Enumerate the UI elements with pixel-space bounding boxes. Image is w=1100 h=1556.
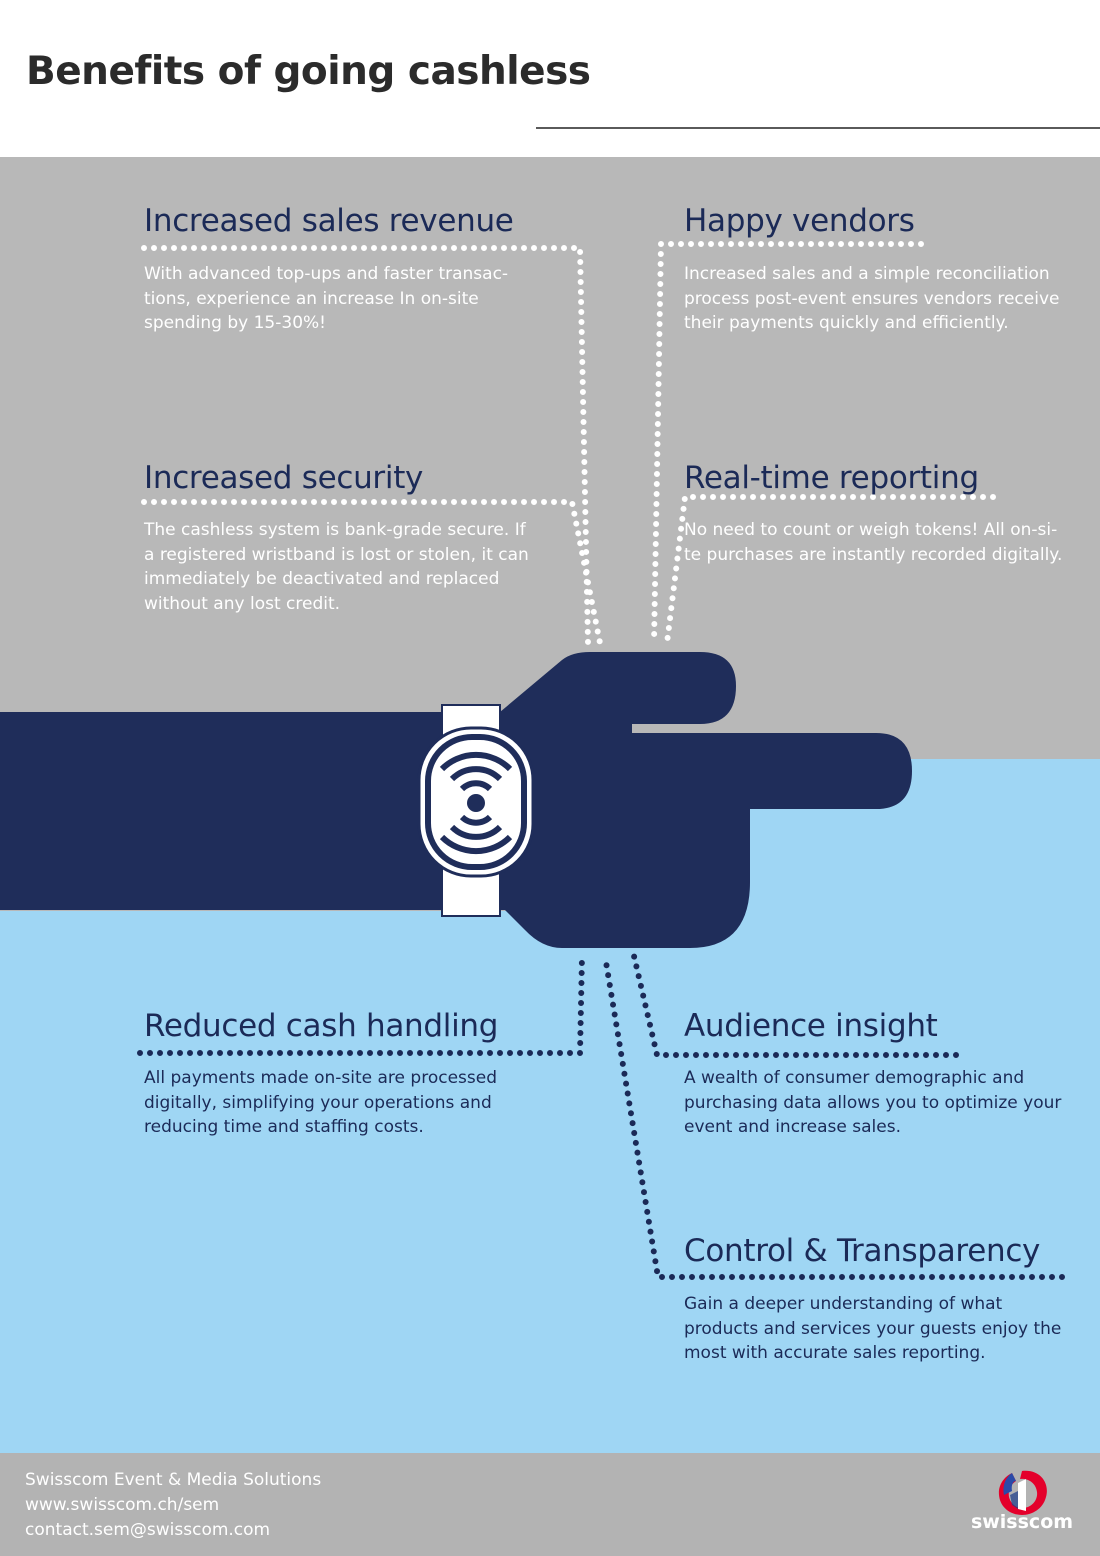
benefit-description: With advanced top-ups and faster transac…	[144, 264, 509, 333]
benefit-description: Increased sales and a simple reconciliat…	[684, 264, 1060, 333]
header: Benefits of going cashless	[0, 0, 1100, 157]
benefit-increased-security: Increased security The cashless system i…	[144, 463, 529, 616]
benefit-description: A wealth of consumer demographic and pur…	[684, 1068, 1062, 1137]
footer-email-link[interactable]: contact.sem@swisscom.com	[25, 1520, 271, 1540]
benefit-heading: Real-time reporting	[684, 460, 979, 496]
benefit-heading: Reduced cash handling	[144, 1008, 499, 1044]
left-gray-band	[0, 759, 640, 911]
benefit-description: No need to count or weigh tokens! All on…	[684, 520, 1063, 565]
footer-contact: Swisscom Event & Media Solutions www.swi…	[25, 1468, 321, 1543]
title-divider	[536, 127, 1100, 129]
lower-blue-band	[0, 911, 1100, 1453]
benefit-real-time-reporting: Real-time reporting No need to count or …	[684, 463, 1062, 567]
benefit-increased-sales-revenue: Increased sales revenue With advanced to…	[144, 206, 514, 336]
footer-company: Swisscom Event & Media Solutions	[25, 1470, 322, 1490]
swisscom-wordmark: swisscom	[970, 1511, 1074, 1533]
benefit-description: The cashless system is bank-grade secure…	[144, 520, 529, 614]
right-blue-band	[640, 759, 1100, 911]
benefit-happy-vendors: Happy vendors Increased sales and a simp…	[684, 206, 1059, 336]
benefit-heading: Audience insight	[684, 1008, 938, 1044]
benefit-heading: Happy vendors	[684, 203, 915, 239]
benefit-description: Gain a deeper understanding of what prod…	[684, 1294, 1062, 1363]
benefit-control-transparency: Control & Transparency Gain a deeper und…	[684, 1236, 1061, 1366]
benefit-reduced-cash-handling: Reduced cash handling All payments made …	[144, 1011, 498, 1140]
footer-website-link[interactable]: www.swisscom.ch/sem	[25, 1495, 220, 1515]
benefit-description: All payments made on-site are processed …	[144, 1068, 497, 1137]
benefit-heading: Increased security	[144, 460, 424, 496]
swisscom-logo-icon	[998, 1470, 1047, 1515]
benefit-heading: Increased sales revenue	[144, 203, 514, 239]
benefit-heading: Control & Transparency	[684, 1233, 1041, 1269]
page-title: Benefits of going cashless	[26, 49, 591, 94]
benefit-audience-insight: Audience insight A wealth of consumer de…	[684, 1011, 1061, 1140]
footer: Swisscom Event & Media Solutions www.swi…	[0, 1453, 1100, 1556]
